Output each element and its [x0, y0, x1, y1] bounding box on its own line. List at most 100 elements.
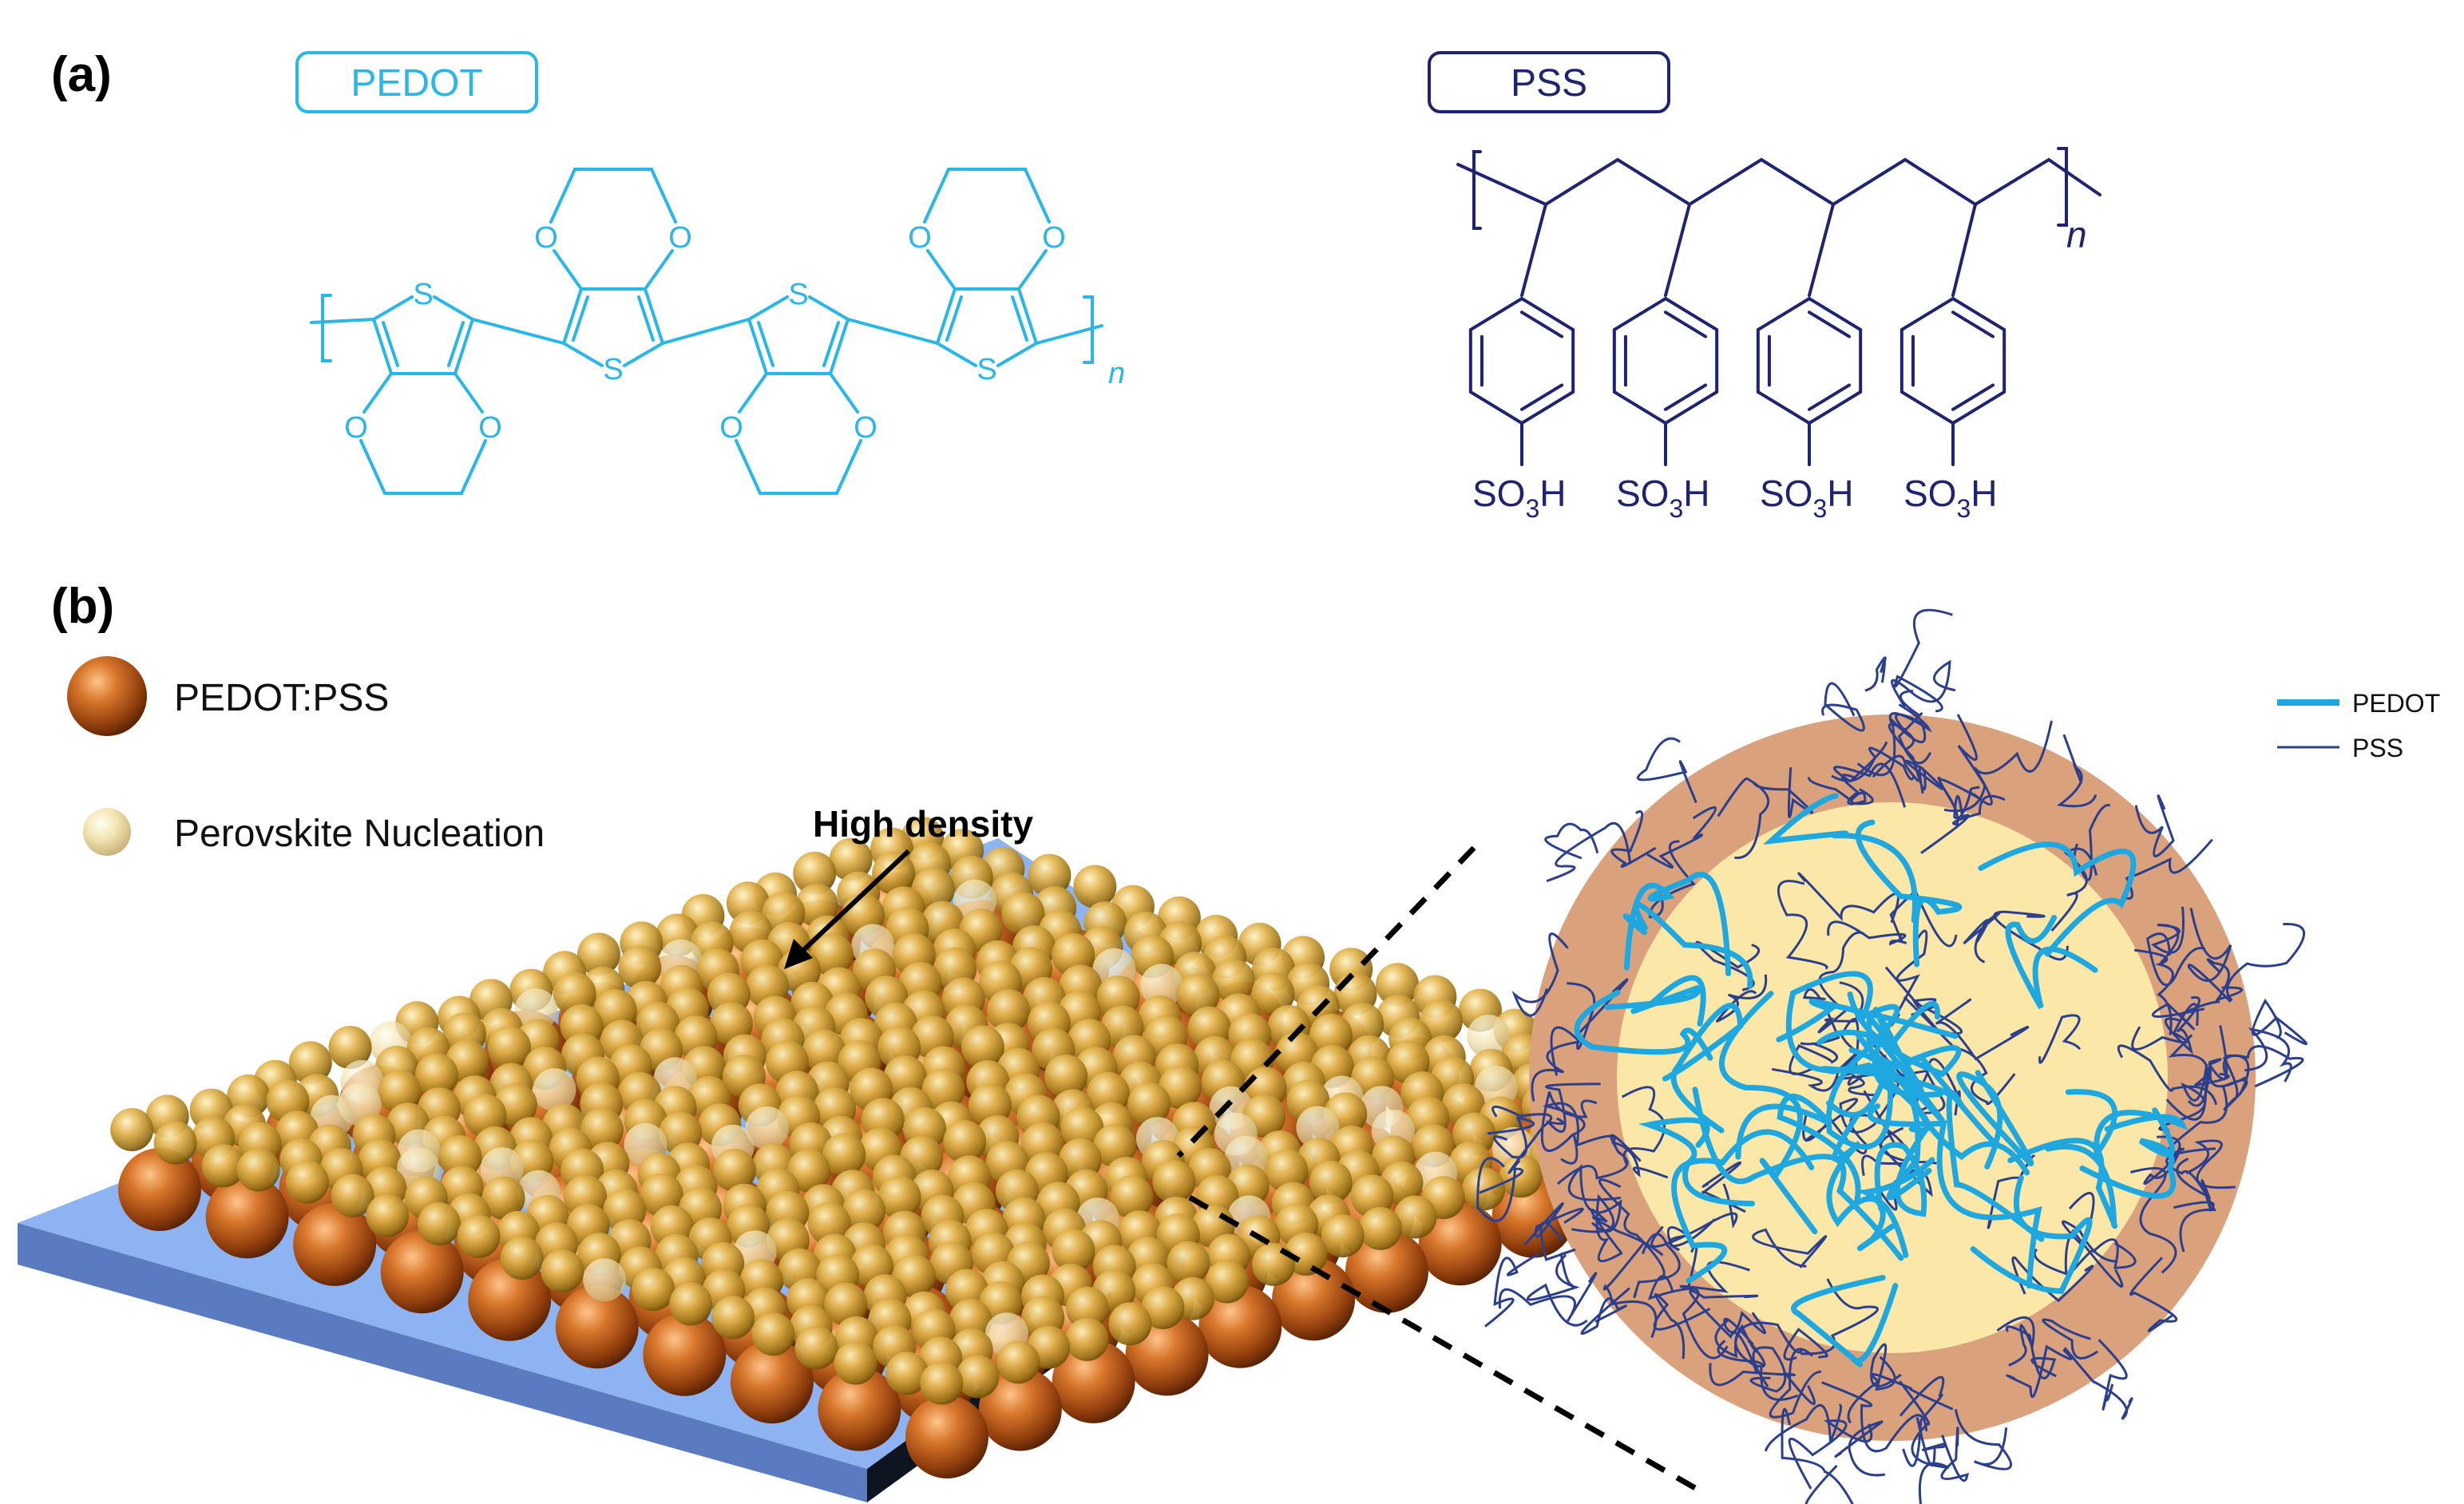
perovskite-sphere	[751, 1312, 795, 1356]
pss-chain	[2057, 734, 2098, 808]
bond	[471, 318, 565, 345]
benzene-ring	[1468, 296, 1575, 425]
pss-chain	[2225, 923, 2306, 1002]
pss-chain	[1769, 1348, 1822, 1419]
perovskite-sphere	[1065, 1317, 1109, 1361]
bond	[562, 342, 604, 367]
perovskite-sphere	[328, 1026, 372, 1069]
perovskite-sphere	[366, 1193, 410, 1237]
benzene-double-bond	[1808, 311, 1852, 338]
pss-chain	[2206, 958, 2243, 1002]
pedot-chain	[1622, 901, 1753, 989]
legend-pedot-label: PEDOT	[2352, 689, 2440, 718]
perovskite-sphere	[1358, 1206, 1402, 1250]
perovskite-sphere	[943, 1120, 987, 1164]
particle-zoom	[1476, 608, 2308, 1504]
perovskite-sphere	[1499, 1154, 1543, 1198]
pss-chain	[1752, 767, 1814, 819]
pss-chain	[2187, 908, 2232, 1003]
bond	[846, 318, 939, 345]
bond	[447, 321, 465, 367]
perovskite-sphere-layer	[110, 817, 1754, 1405]
pedot-chain	[1978, 841, 2137, 957]
sulfur-atom: S	[413, 278, 433, 311]
perovskite-sphere	[1108, 1302, 1152, 1346]
perovskite-sphere	[885, 1352, 929, 1395]
oxygen-atom: O	[719, 411, 743, 445]
perovskite-sphere	[1176, 973, 1220, 1017]
pss-chain	[1940, 1427, 1969, 1482]
pss-chain	[1899, 1380, 1950, 1504]
perovskite-sphere	[580, 1107, 624, 1151]
oxygen-atom: O	[1042, 221, 1066, 255]
bond	[747, 295, 789, 321]
perovskite-sphere	[331, 1174, 374, 1217]
perovskite-sphere	[712, 1148, 756, 1192]
pss-chain	[1821, 682, 1865, 732]
pss-chain	[1996, 1316, 2035, 1367]
pedot-chain	[1880, 1075, 2045, 1242]
pss-chain	[2038, 1014, 2082, 1064]
pss-chain	[1487, 1116, 1535, 1159]
bond	[1024, 168, 1051, 224]
pss-chain	[2042, 1318, 2098, 1360]
pss-chain	[1807, 777, 1874, 805]
bond	[936, 342, 977, 367]
pss-chain	[1831, 746, 1915, 782]
bond	[808, 295, 850, 321]
pedot-chain	[1776, 998, 1959, 1043]
bond	[757, 321, 774, 367]
perovskite-sphere	[1073, 865, 1117, 908]
pss-chain	[2193, 1067, 2247, 1088]
perovskite-sphere	[822, 1133, 866, 1177]
perovskite-sphere	[793, 851, 837, 895]
pss-chain	[1783, 1328, 1828, 1361]
pss-chain	[1542, 1102, 1586, 1165]
pss-chain	[1894, 608, 1953, 713]
pss-chain	[1511, 932, 1569, 1017]
bond	[549, 168, 576, 224]
perovskite-sphere	[618, 945, 662, 989]
bond	[562, 287, 583, 345]
sulfonic-group: SO3H	[1472, 473, 1567, 523]
pedot-chains	[1574, 793, 2189, 1367]
perovskite-sphere	[201, 1144, 245, 1188]
perovskite-sphere	[533, 1068, 576, 1112]
perovskite-sphere	[1376, 963, 1419, 1007]
pedot-chain	[1638, 1117, 1755, 1207]
perovskite-sphere	[1350, 1174, 1394, 1218]
benzene-double-bond	[1951, 311, 1995, 338]
pss-chain	[1899, 1375, 1945, 1467]
pss-left-bracket	[1472, 150, 1482, 230]
pedot-chain	[1671, 1129, 1815, 1284]
legend-right: PEDOT PSS	[2277, 689, 2440, 762]
substrate-left-side	[18, 1223, 867, 1502]
legend-pedot-pss-label: PEDOT:PSS	[174, 677, 389, 719]
perovskite-sphere	[1211, 959, 1255, 1003]
bond	[572, 295, 589, 342]
pss-chain	[1476, 1157, 1524, 1222]
perovskite-sphere	[463, 1094, 507, 1138]
high-density-label: High density	[813, 803, 1033, 845]
pss-n-subscript: n	[2066, 214, 2087, 255]
pedot-pss-sphere	[1052, 1340, 1135, 1423]
perovskite-sphere	[1127, 1082, 1171, 1126]
pedot-chain	[1816, 1001, 1940, 1053]
perovskite-sphere	[1321, 1214, 1365, 1258]
sulfonic-group: SO3H	[1760, 473, 1854, 523]
pedot-right-bracket	[1083, 295, 1094, 364]
bond	[945, 295, 963, 342]
pss-chain	[1544, 822, 1599, 860]
pedot-chain	[2079, 1107, 2177, 1199]
oxygen-atom: O	[908, 221, 932, 255]
perovskite-sphere	[921, 1068, 965, 1112]
perovskite-sphere	[745, 1106, 789, 1150]
pss-right-bracket	[2057, 147, 2068, 227]
pedot-chain	[1856, 1157, 1935, 1252]
perovskite-sphere	[481, 1176, 525, 1220]
pss-chain	[2244, 1027, 2292, 1082]
pss-chain	[2117, 1044, 2218, 1106]
bond	[735, 439, 762, 495]
pedot-name-box	[295, 51, 538, 113]
perovskite-sphere	[1028, 853, 1072, 897]
